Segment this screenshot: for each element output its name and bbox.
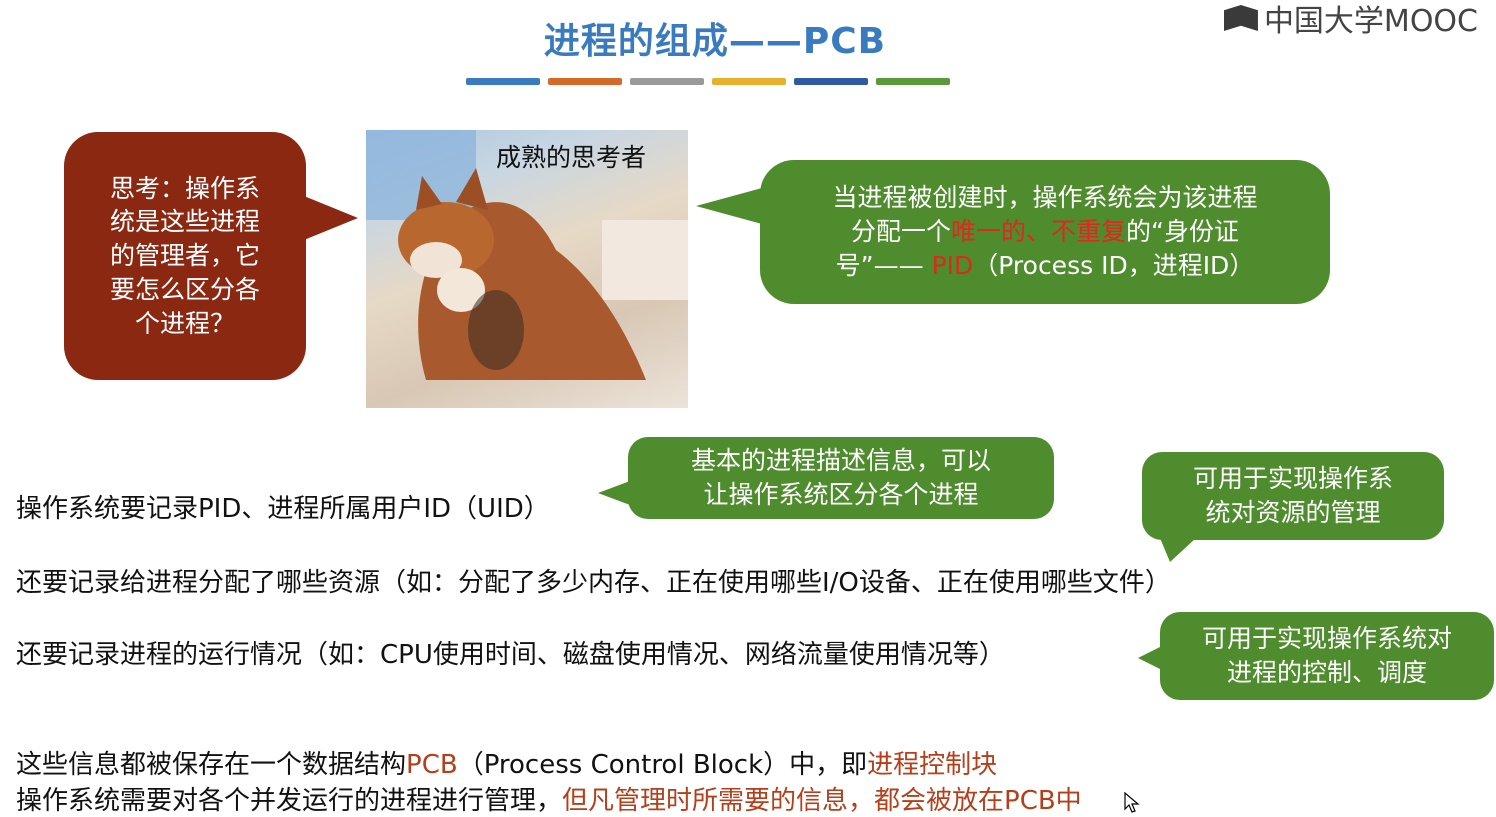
callout-line: 进程的控制、调度 xyxy=(1226,658,1427,687)
basic-info-callout-tail xyxy=(598,481,630,505)
body-line-runtime: 还要记录进程的运行情况（如：CPU使用时间、磁盘使用情况、网络流量使用情况等） xyxy=(16,640,1005,670)
pid-line-2: 分配一个唯一的、不重复的“身份证 xyxy=(832,215,1257,249)
mooc-logo-text: 中国大学MOOC xyxy=(1263,4,1478,39)
basic-info-callout: 基本的进程描述信息，可以 让操作系统区分各个进程 xyxy=(598,437,1054,519)
think-bubble: 思考：操作系 统是这些进程 的管理者，它 要怎么区分各 个进程？ xyxy=(64,132,358,380)
think-line: 的管理者，它 xyxy=(109,241,260,271)
callout-line: 基本的进程描述信息，可以 xyxy=(690,446,991,476)
pid-bubble: 当进程被创建时，操作系统会为该进程 分配一个唯一的、不重复的“身份证 号”—— … xyxy=(696,160,1330,304)
stripe-4 xyxy=(712,78,786,85)
pid-highlight: PID xyxy=(931,250,974,280)
body-line-resources: 还要记录给进程分配了哪些资源（如：分配了多少内存、正在使用哪些I/O设备、正在使… xyxy=(16,568,1171,598)
callout-line: 让操作系统区分各个进程 xyxy=(703,480,979,509)
mooc-logo-icon xyxy=(1223,5,1258,31)
stripe-2 xyxy=(548,78,622,85)
title-underline-stripes xyxy=(466,78,950,85)
mooc-logo: 中国大学MOOC xyxy=(1223,0,1478,40)
stripe-6 xyxy=(876,78,950,85)
process-control-callout: 可用于实现操作系统对 进程的控制、调度 xyxy=(1138,612,1494,700)
pcb-line-text: 这些信息都被保存在一个数据结构 xyxy=(16,750,407,780)
pid-line-3-text-end: （Process ID，进程ID） xyxy=(973,250,1255,280)
resource-mgmt-callout-tail xyxy=(1160,538,1196,562)
dog-illustration xyxy=(366,130,688,380)
resource-mgmt-callout: 可用于实现操作系 统对资源的管理 xyxy=(1142,452,1444,562)
body-line-pcb: 这些信息都被保存在一个数据结构PCB（Process Control Block… xyxy=(16,744,997,781)
management-highlight: 但凡管理时所需要的信息，都会被放在PCB中 xyxy=(562,786,1082,816)
stripe-1 xyxy=(466,78,540,85)
think-line: 要怎么区分各 xyxy=(109,274,260,304)
mouse-cursor-icon xyxy=(1124,792,1140,813)
body-line-management: 操作系统需要对各个并发运行的进程进行管理，但凡管理时所需要的信息，都会被放在PC… xyxy=(16,780,1082,817)
pid-line-3-text: 号”—— xyxy=(835,250,924,280)
pcb-line-text-mid: （Process Control Block）中，即 xyxy=(457,750,868,780)
pid-line-1: 当进程被创建时，操作系统会为该进程 xyxy=(832,183,1258,213)
think-line: 统是这些进程 xyxy=(109,207,260,237)
photo-caption: 成熟的思考者 xyxy=(496,143,647,172)
unique-highlight: 唯一的、不重复 xyxy=(951,217,1127,247)
stripe-5 xyxy=(794,78,868,85)
page-title: 进程的组成——PCB xyxy=(543,21,887,62)
pid-line-2-text-end: 的“身份证 xyxy=(1126,217,1239,247)
body-line-pid-uid: 操作系统要记录PID、进程所属用户ID（UID） xyxy=(16,494,550,524)
think-line: 思考：操作系 xyxy=(109,173,260,203)
callout-line: 可用于实现操作系 xyxy=(1192,464,1393,494)
pid-bubble-tail xyxy=(696,188,762,224)
pid-line-3: 号”—— PID（Process ID，进程ID） xyxy=(832,249,1257,283)
stripe-3 xyxy=(630,78,704,85)
pcb-highlight: PCB xyxy=(406,750,458,780)
callout-line: 可用于实现操作系统对 xyxy=(1201,624,1452,654)
process-control-callout-tail xyxy=(1138,646,1162,670)
callout-line: 统对资源的管理 xyxy=(1205,498,1381,527)
thinker-dog-photo: 成熟的思考者 xyxy=(366,130,688,408)
management-line-text: 操作系统需要对各个并发运行的进程进行管理， xyxy=(16,786,563,816)
process-control-block-highlight: 进程控制块 xyxy=(867,750,998,780)
think-bubble-tail xyxy=(304,196,358,240)
think-line: 个进程？ xyxy=(134,308,235,338)
pid-line-2-text: 分配一个 xyxy=(851,217,952,247)
